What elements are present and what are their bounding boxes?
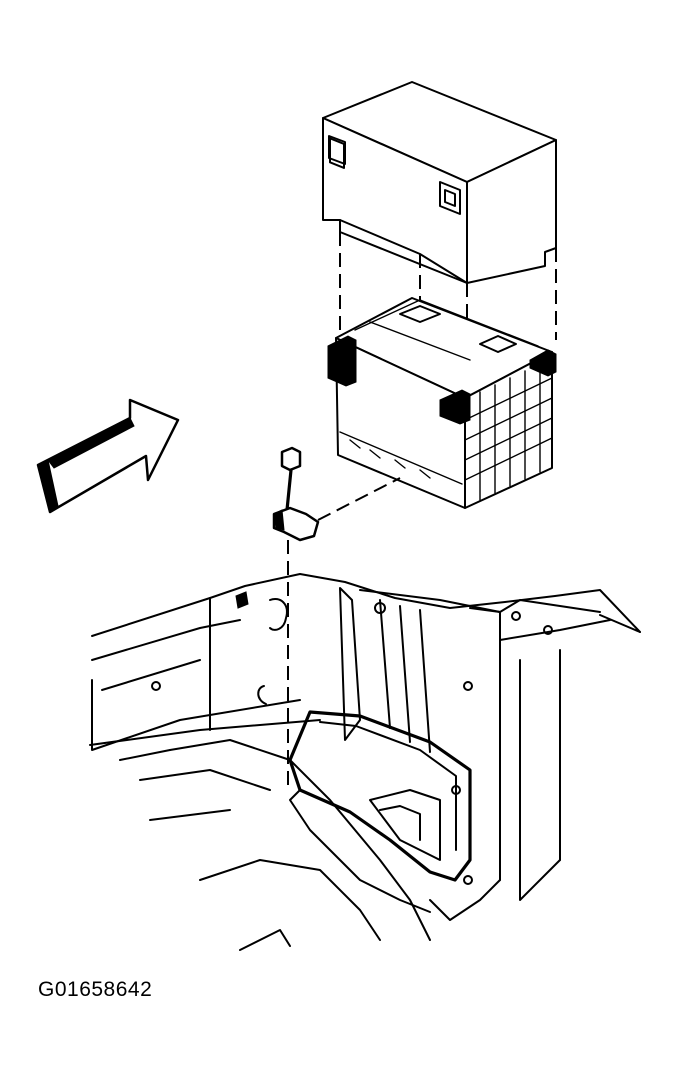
vehicle-body-structure xyxy=(90,574,640,950)
figure-id-label: G01658642 xyxy=(38,978,153,1001)
hold-down-bolt xyxy=(282,448,300,510)
hold-down-retainer xyxy=(274,478,400,540)
arrow-right-icon xyxy=(38,400,178,512)
battery-insulator-cover xyxy=(323,82,556,283)
battery xyxy=(328,298,556,508)
